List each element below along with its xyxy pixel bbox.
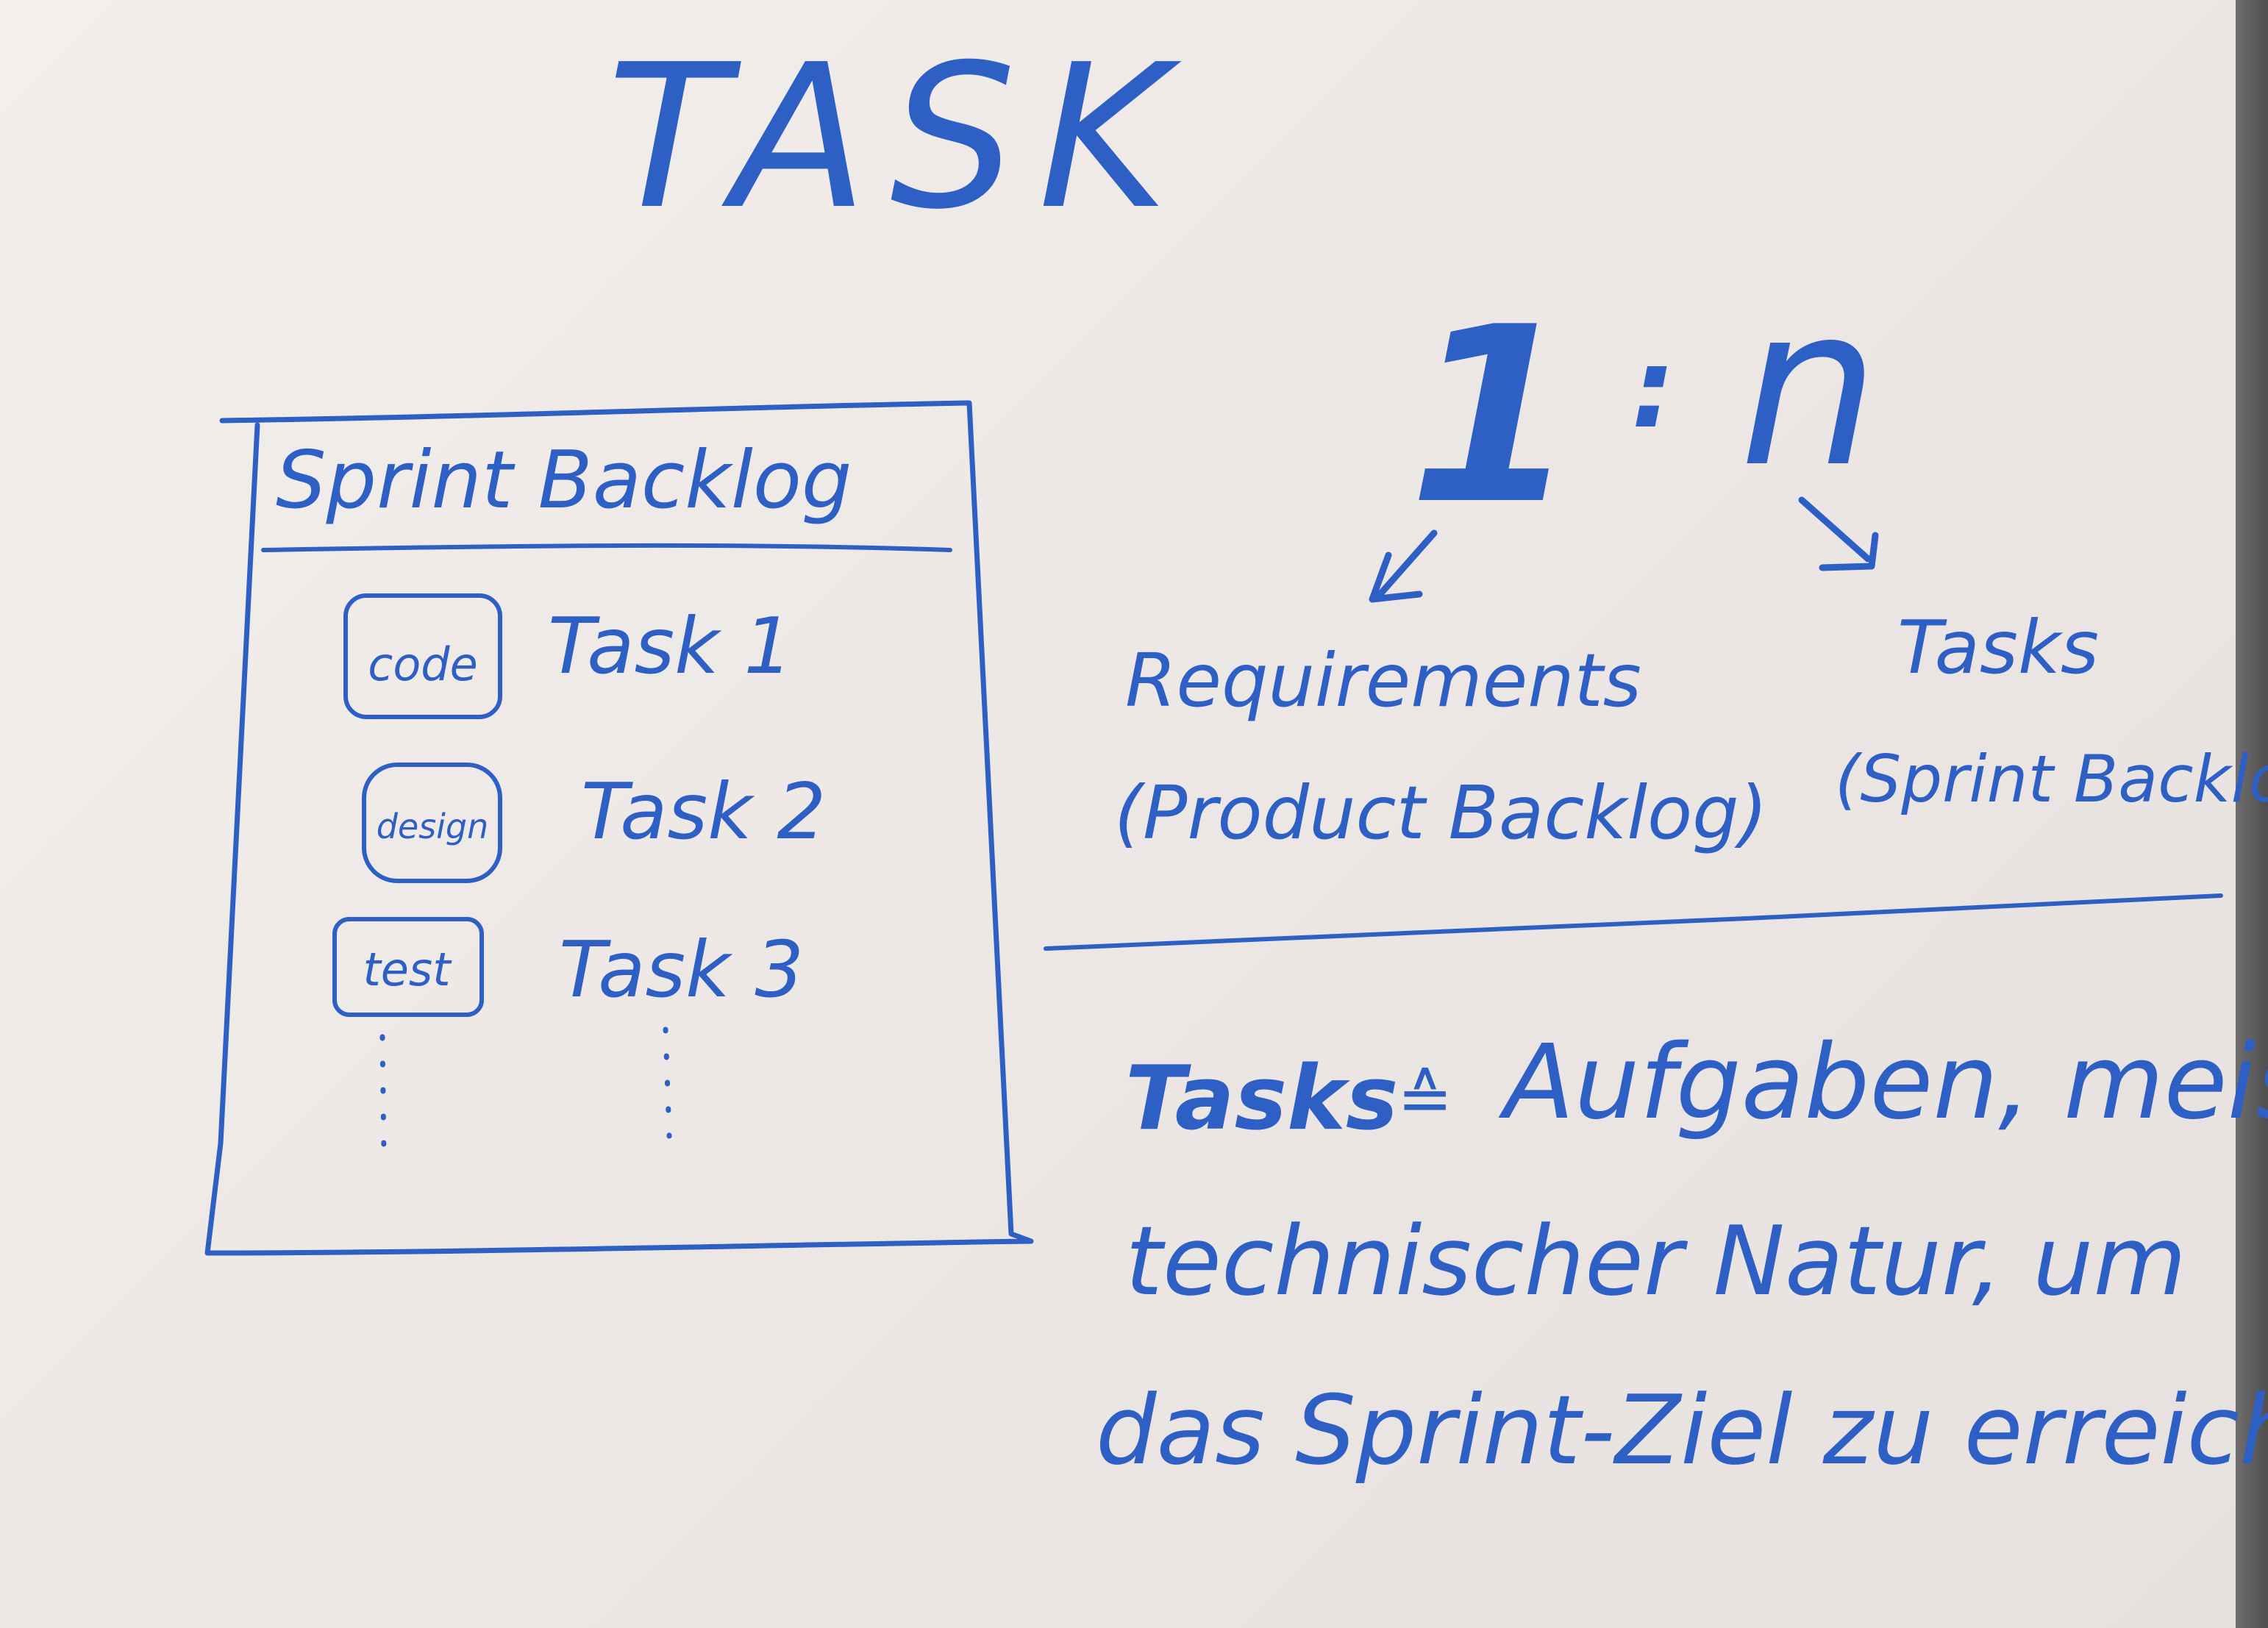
task-tag: design: [377, 807, 489, 846]
backlog-item: design Task 2: [362, 763, 826, 883]
task-tag-frame: [362, 763, 502, 883]
sprint-backlog-heading: Sprint Backlog: [276, 435, 852, 526]
backlog-item: code Task 1: [343, 593, 793, 719]
board-edge: [2236, 0, 2268, 1628]
product-backlog-label: (Product Backlog): [1114, 770, 1768, 856]
definition-symbol: ≙: [1397, 1060, 1452, 1138]
sprint-backlog-label: (Sprint Backlog): [1835, 741, 2268, 817]
tasks-label: Tasks: [1897, 604, 2099, 690]
definition-line-1: Aufgaben, meist: [1498, 1023, 2268, 1143]
sprint-backlog-board: Sprint Backlog: [204, 400, 1034, 1256]
ratio-n: n: [1739, 259, 1879, 515]
continuation-dots: [379, 1027, 672, 1157]
requirements-label: Requirements: [1125, 638, 1641, 724]
task-label: Task 2: [581, 767, 826, 857]
ratio-one: 1: [1408, 275, 1577, 557]
task-tag: code: [368, 638, 478, 691]
task-tag: test: [363, 943, 452, 996]
task-tag-frame: [343, 593, 502, 719]
dots-tag-column: [379, 1034, 387, 1157]
sprint-backlog-frame: [204, 400, 1034, 1256]
task-label: Task 1: [548, 601, 793, 691]
dots-task-column: [663, 1027, 672, 1139]
ratio-colon: :: [1631, 325, 1675, 453]
page-title: TASK: [607, 21, 1190, 253]
task-label: Task 3: [559, 925, 804, 1015]
arrow-to-requirements: [1369, 529, 1438, 603]
arrow-to-tasks: [1798, 496, 1879, 571]
definition-line-3: das Sprint-Ziel zu erreiche: [1096, 1374, 2268, 1486]
backlog-item: test Task 3: [332, 917, 804, 1017]
sprint-backlog-header-line: [261, 543, 952, 552]
divider-line: [1044, 893, 2223, 951]
definition-line-2: technischer Natur, um: [1125, 1205, 2186, 1317]
definition-term: Tasks: [1125, 1048, 1398, 1150]
task-tag-frame: [332, 917, 484, 1017]
